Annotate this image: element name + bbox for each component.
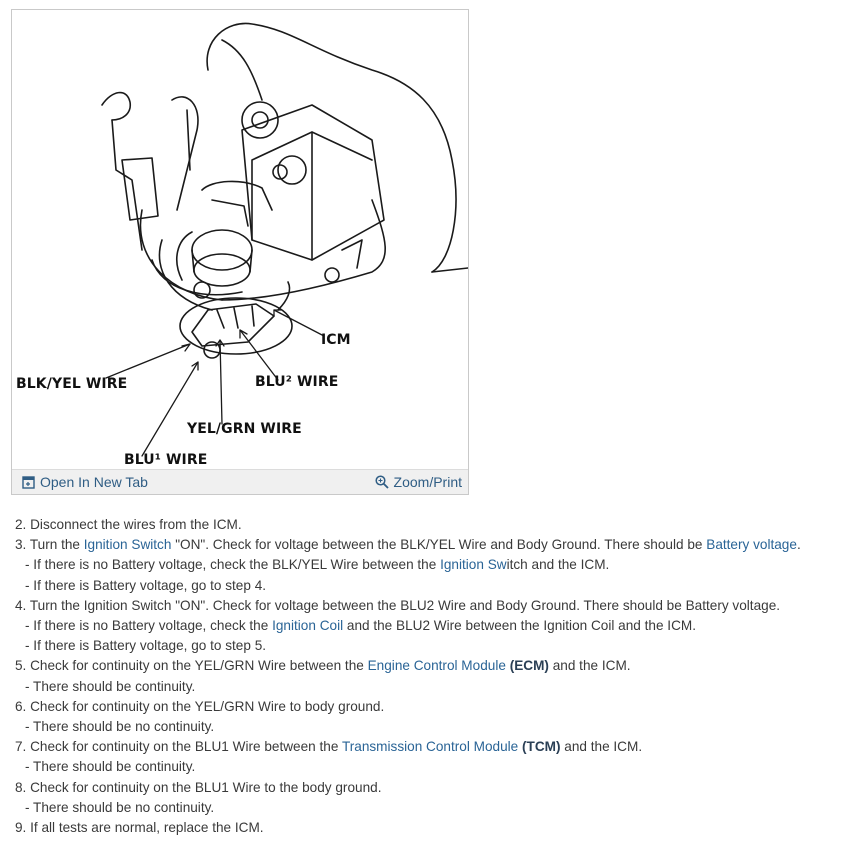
- tcm-abbreviation: (TCM): [522, 739, 561, 755]
- step-4-sub-1: - If there is no Battery voltage, check …: [25, 618, 696, 634]
- engine-control-module-link[interactable]: Engine Control Module: [367, 658, 506, 674]
- diagram-figure: ICM BLK/YEL WIRE BLU² WIRE YEL/GRN WIRE …: [11, 9, 469, 495]
- step-4-sub-2: - If there is Battery voltage, go to ste…: [25, 638, 267, 654]
- ignition-switch-link-2[interactable]: Ignition Sw: [440, 557, 507, 573]
- step-2: 2. Disconnect the wires from the ICM.: [15, 517, 242, 532]
- zoom-print-button[interactable]: Zoom/Print: [374, 474, 462, 490]
- zoom-icon: [374, 475, 389, 489]
- step-7: 7. Check for continuity on the BLU1 Wire…: [15, 739, 643, 755]
- label-blu1-wire: BLU¹ WIRE: [124, 452, 208, 468]
- step-5: 5. Check for continuity on the YEL/GRN W…: [15, 658, 631, 674]
- zoom-print-label: Zoom/Print: [393, 474, 462, 490]
- step-8: 8. Check for continuity on the BLU1 Wire…: [15, 779, 382, 795]
- open-in-new-tab-button[interactable]: Open In New Tab: [22, 474, 148, 490]
- step-3: 3. Turn the Ignition Switch "ON". Check …: [15, 537, 801, 553]
- open-new-tab-icon: [22, 475, 35, 489]
- step-6: 6. Check for continuity on the YEL/GRN W…: [15, 698, 385, 714]
- label-blk-yel-wire: BLK/YEL WIRE: [16, 376, 128, 392]
- label-blu2-wire: BLU² WIRE: [255, 374, 339, 390]
- label-icm: ICM: [321, 332, 351, 348]
- ecm-abbreviation: (ECM): [509, 658, 549, 674]
- step-4: 4. Turn the Ignition Switch "ON". Check …: [15, 597, 781, 613]
- open-in-new-tab-label: Open In New Tab: [40, 474, 148, 490]
- transmission-control-module-link[interactable]: Transmission Control Module: [341, 739, 519, 755]
- procedure-steps: 2. Disconnect the wires from the ICM. 3.…: [15, 515, 855, 838]
- ignition-switch-link[interactable]: Ignition Switch: [83, 537, 172, 553]
- step-6-sub: - There should be no continuity.: [25, 719, 215, 735]
- step-3-sub-2: - If there is Battery voltage, go to ste…: [25, 577, 267, 593]
- battery-voltage-link[interactable]: Battery voltage: [706, 537, 797, 553]
- ignition-coil-link[interactable]: Ignition Coil: [272, 618, 344, 634]
- icm-wiring-illustration: [101, 22, 468, 457]
- label-yel-grn-wire: YEL/GRN WIRE: [187, 421, 302, 437]
- step-8-sub: - There should be no continuity.: [25, 799, 215, 815]
- step-7-sub: - There should be continuity.: [25, 759, 196, 775]
- step-5-sub: - There should be continuity.: [25, 678, 196, 694]
- step-9: 9. If all tests are normal, replace the …: [15, 820, 264, 836]
- figure-toolbar: Open In New Tab Zoom/Print: [12, 469, 468, 494]
- step-3-sub-1: - If there is no Battery voltage, check …: [25, 557, 610, 573]
